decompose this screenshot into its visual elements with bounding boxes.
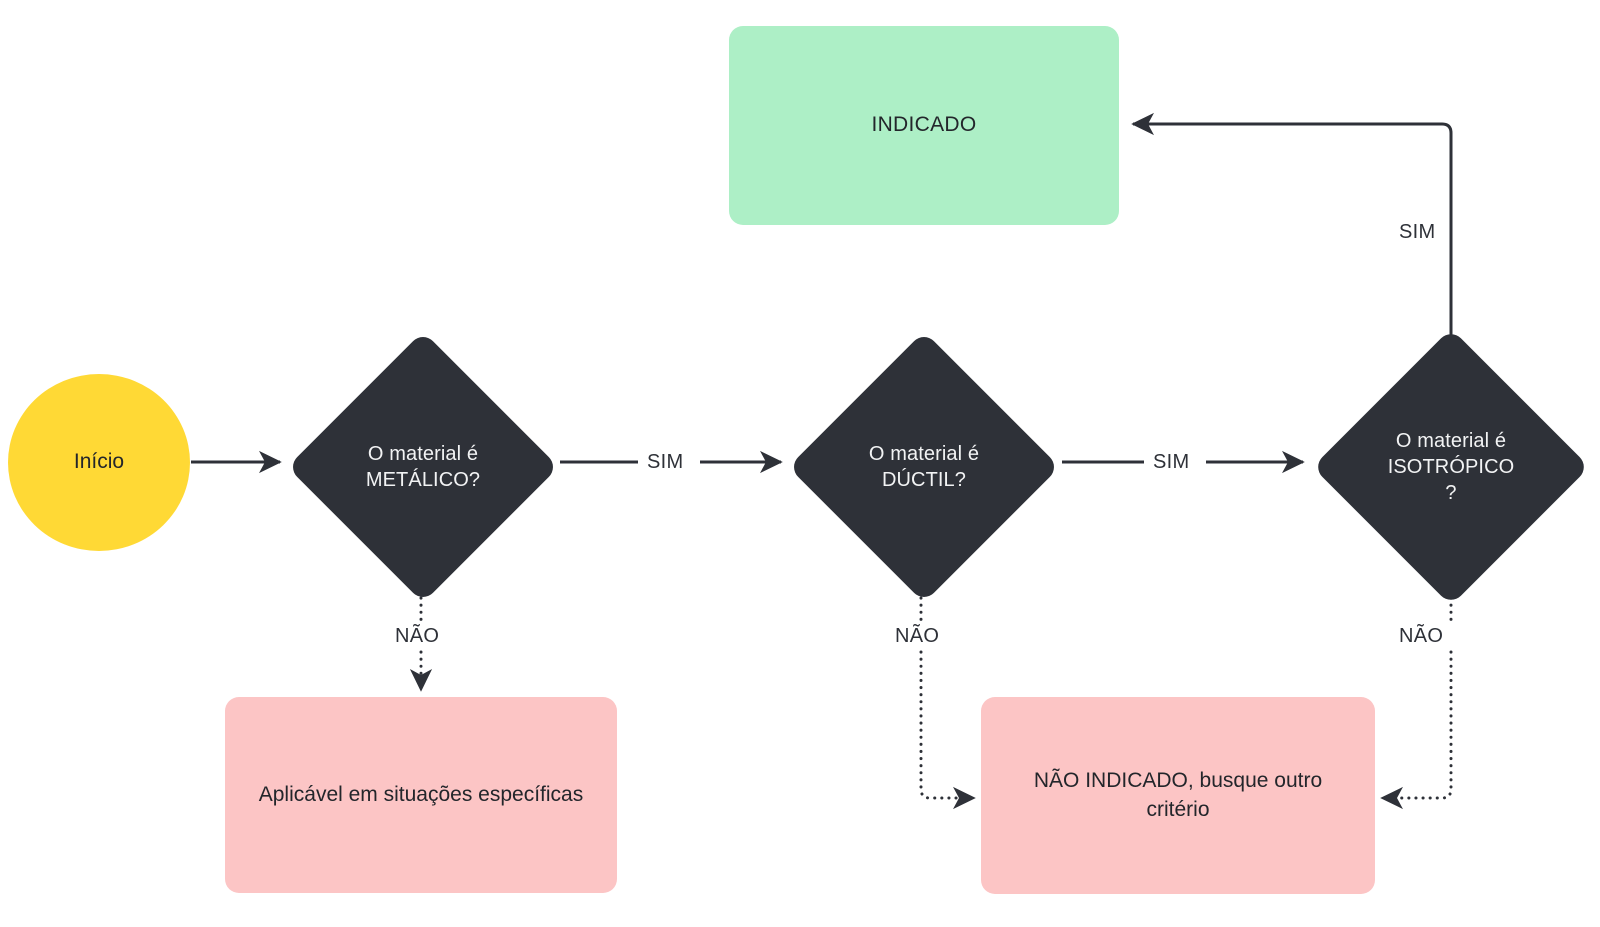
- decision-node-metalico-label: O material é METÁLICO?: [365, 443, 481, 491]
- outcome-node-nao-indicado-label: NÃO INDICADO, busque outro critério: [1033, 769, 1323, 821]
- edge-label-sim-ductil: SIM: [1146, 450, 1197, 475]
- decision-node-isotropico[interactable]: O material é ISOTRÓPICO ?: [1310, 328, 1592, 606]
- decision-node-metalico[interactable]: O material é METÁLICO?: [287, 331, 559, 603]
- edge-label-sim-metalico: SIM: [640, 450, 691, 475]
- start-node-label: Início: [73, 450, 125, 474]
- edge-label-nao-metalico: NÃO: [388, 624, 447, 649]
- outcome-node-aplicavel[interactable]: Aplicável em situações específicas: [225, 697, 617, 893]
- edge-label-nao-isotropico: NÃO: [1392, 624, 1451, 649]
- decision-node-ductil[interactable]: O material é DÚCTIL?: [788, 331, 1060, 603]
- outcome-node-indicado[interactable]: INDICADO: [729, 26, 1119, 225]
- edge-label-sim-isotropico: SIM: [1392, 220, 1443, 245]
- outcome-node-nao-indicado[interactable]: NÃO INDICADO, busque outro critério: [981, 697, 1375, 894]
- decision-node-isotropico-label: O material é ISOTRÓPICO ?: [1387, 430, 1515, 504]
- outcome-node-aplicavel-label: Aplicável em situações específicas: [258, 782, 584, 806]
- outcome-node-indicado-label: INDICADO: [871, 113, 977, 137]
- decision-node-ductil-label: O material é DÚCTIL?: [868, 443, 980, 491]
- edge-isotropico-sim-to-indicado-upper: [1131, 112, 1453, 252]
- start-node[interactable]: Início: [8, 374, 190, 551]
- edge-label-nao-ductil: NÃO: [888, 624, 947, 649]
- edge-isotropico-nao-to-nao-indicado-lower: [1380, 650, 1453, 810]
- edge-ductil-nao-to-nao-indicado-lower: [919, 650, 976, 810]
